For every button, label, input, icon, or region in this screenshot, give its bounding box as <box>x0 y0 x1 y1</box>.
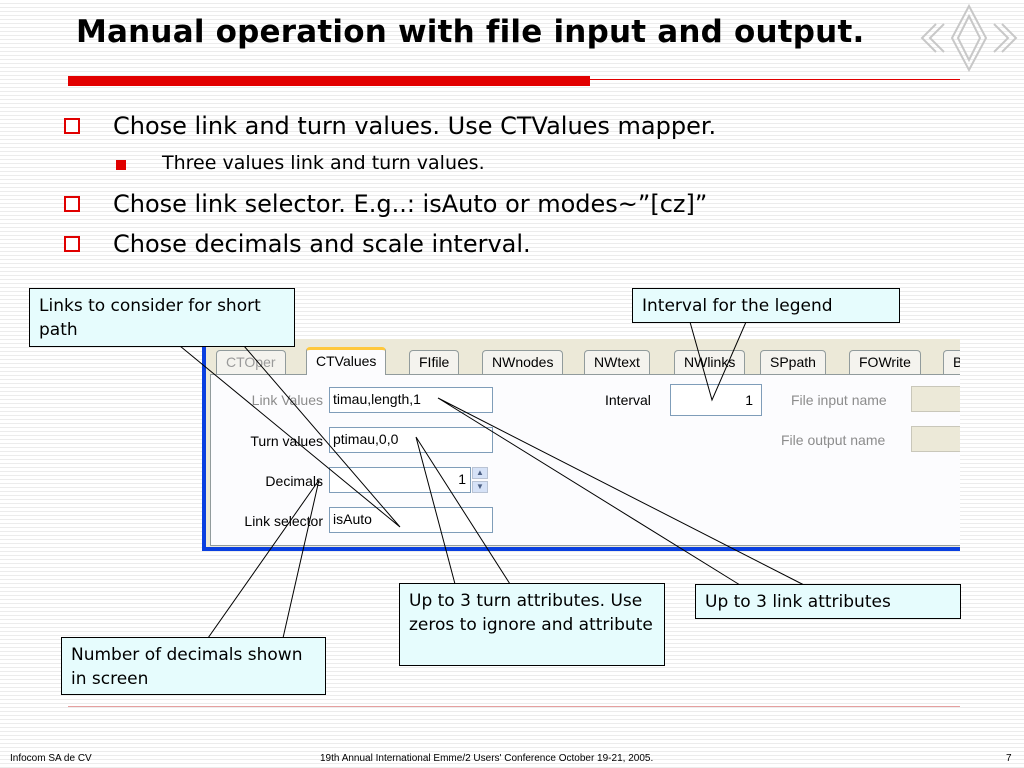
diamond-logo-icon <box>920 3 1018 73</box>
title-underline-bar <box>68 76 590 86</box>
footer-divider <box>68 706 960 707</box>
tab-fifile[interactable]: FIfile <box>409 350 460 374</box>
spin-down-icon[interactable]: ▼ <box>472 481 488 493</box>
tab-ctvalues[interactable]: CTValues <box>306 347 387 375</box>
callout-interval-legend: Interval for the legend <box>632 288 900 323</box>
decimals-spinner[interactable]: ▲ ▼ <box>472 467 488 493</box>
filled-square-bullet-icon <box>116 160 126 170</box>
tab-fowrite[interactable]: FOWrite <box>849 350 921 374</box>
link-selector-input[interactable]: isAuto <box>329 507 493 533</box>
turn-values-input[interactable]: ptimau,0,0 <box>329 427 493 453</box>
file-output-label: File output name <box>781 432 886 448</box>
link-values-label: Link Values <box>251 392 323 408</box>
tab-nwnodes[interactable]: NWnodes <box>482 350 564 374</box>
ctvalues-dialog: CTOper CTValues FIfile NWnodes NWtext NW… <box>202 339 960 551</box>
footer-conference: 19th Annual International Emme/2 Users' … <box>320 753 654 764</box>
hollow-square-bullet-icon <box>64 196 80 212</box>
slide-title: Manual operation with file input and out… <box>76 14 865 50</box>
tab-nwtext[interactable]: NWtext <box>584 350 650 374</box>
tab-nwlinks[interactable]: NWlinks <box>674 350 746 374</box>
callout-turn-attributes: Up to 3 turn attributes. Use zeros to ig… <box>399 583 665 666</box>
tab-panel: Link Values timau,length,1 Turn values p… <box>210 374 960 546</box>
hollow-square-bullet-icon <box>64 118 80 134</box>
tab-sppath[interactable]: SPpath <box>760 350 826 374</box>
file-input-label: File input name <box>791 392 887 408</box>
hollow-square-bullet-icon <box>64 236 80 252</box>
file-output-field[interactable] <box>911 426 960 452</box>
turn-values-label: Turn values <box>250 433 323 449</box>
title-underline-thin <box>590 79 960 80</box>
callout-decimals: Number of decimals shown in screen <box>61 637 326 695</box>
file-input-field[interactable] <box>911 386 960 412</box>
callout-links-short-path: Links to consider for short path <box>29 288 295 347</box>
footer-company: Infocom SA de CV <box>10 753 92 764</box>
link-selector-label: Link selector <box>244 513 323 529</box>
link-values-input[interactable]: timau,length,1 <box>329 387 493 413</box>
tab-b[interactable]: B <box>943 350 960 374</box>
decimals-label: Decimals <box>265 473 323 489</box>
spin-up-icon[interactable]: ▲ <box>472 467 488 479</box>
footer-page-number: 7 <box>1006 753 1012 764</box>
interval-label: Interval <box>605 392 651 408</box>
callout-link-attributes: Up to 3 link attributes <box>695 584 961 619</box>
interval-input[interactable]: 1 <box>670 384 762 416</box>
